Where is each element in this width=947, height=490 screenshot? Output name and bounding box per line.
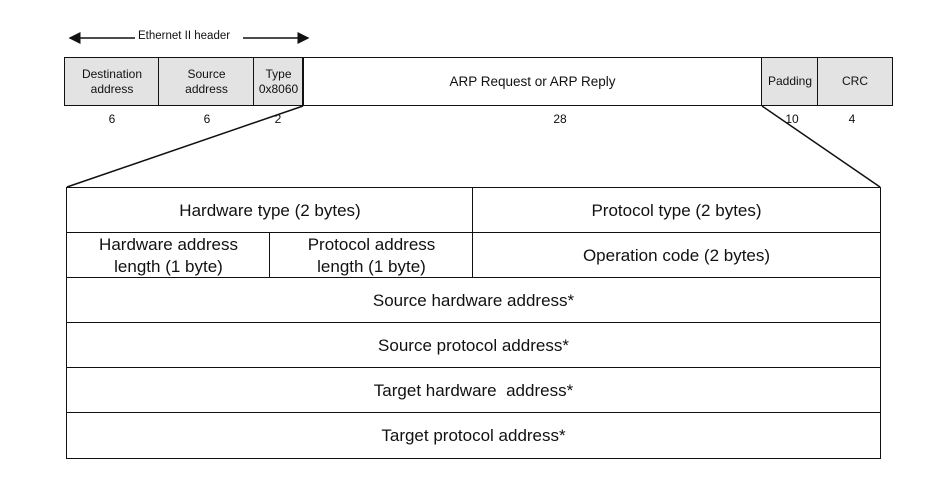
- source-protocol-address-cell: Source protocol address*: [66, 322, 881, 369]
- type-field: Type 0x8060: [253, 57, 304, 106]
- crc-field: CRC: [817, 57, 893, 106]
- hardware-address-length-cell: Hardware address length (1 byte): [66, 232, 271, 279]
- expansion-line-right: [761, 105, 881, 188]
- type-size: 2: [274, 112, 282, 126]
- padding-size: 10: [785, 112, 799, 126]
- protocol-address-length-cell: Protocol address length (1 byte): [269, 232, 474, 279]
- crc-size: 4: [848, 112, 856, 126]
- ethernet-header-label: Ethernet II header: [135, 30, 234, 42]
- arp-size: 28: [553, 112, 567, 126]
- source-address-field: Source address: [158, 57, 255, 106]
- source-hardware-address-cell: Source hardware address*: [66, 277, 881, 324]
- target-hardware-address-cell: Target hardware address*: [66, 367, 881, 414]
- destination-size: 6: [108, 112, 116, 126]
- destination-address-field: Destination address: [64, 57, 160, 106]
- padding-field: Padding: [761, 57, 819, 106]
- arp-payload-field: ARP Request or ARP Reply: [302, 57, 763, 106]
- operation-code-cell: Operation code (2 bytes): [472, 232, 881, 279]
- source-size: 6: [203, 112, 211, 126]
- expansion-line-left: [66, 105, 304, 188]
- hardware-type-cell: Hardware type (2 bytes): [66, 187, 474, 234]
- protocol-type-cell: Protocol type (2 bytes): [472, 187, 881, 234]
- target-protocol-address-cell: Target protocol address*: [66, 412, 881, 459]
